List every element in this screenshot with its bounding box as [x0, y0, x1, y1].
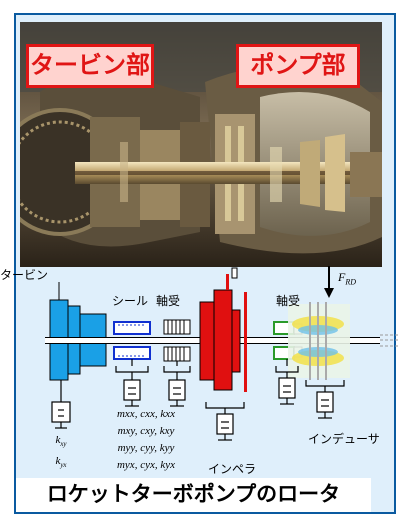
matrix-row-2: mxy, cxy, kxy	[117, 425, 175, 437]
radial-force-arrow	[324, 266, 334, 298]
matrix-row-1: mxx, cxx, kxx	[116, 408, 175, 420]
turbine-coefficients: kxy kyx	[50, 432, 72, 474]
inducer-label: インデューサ	[308, 432, 380, 446]
impeller-label: インペラ	[208, 462, 257, 476]
pump-section-tag: ポンプ部	[236, 44, 360, 88]
turbine-label: タービン	[0, 268, 49, 282]
support-springs	[51, 359, 345, 441]
seal-element	[113, 321, 151, 360]
coeff-kyx: kyx	[55, 455, 67, 470]
rotor-model-graphic	[45, 266, 400, 441]
bearing-1	[163, 319, 191, 362]
radial-force-label: FRD	[338, 270, 356, 286]
rotor-model-diagram: タービン シール 軸受 軸受 FRD インペラ インデューサ kxy kyx m…	[0, 262, 409, 516]
seal-coefficient-matrix: mxx, cxx, kxx mxy, cxy, kxy myy, cyy, ky…	[106, 406, 186, 474]
bearing-label-2: 軸受	[276, 294, 301, 308]
seal-label: シール	[112, 294, 149, 308]
figure-caption: ロケットターボポンプのロータ	[16, 478, 371, 512]
force-subscript: RD	[345, 277, 357, 287]
impeller	[199, 267, 247, 392]
matrix-row-4: myx, cyx, kyx	[116, 459, 175, 471]
turbine-section-tag: タービン部	[26, 44, 154, 88]
bearing-label-1: 軸受	[156, 294, 181, 308]
turbine-disk	[49, 282, 107, 381]
inducer	[288, 302, 350, 380]
coeff-kxy: kxy	[55, 434, 67, 449]
matrix-row-3: myy, cyy, kyy	[117, 442, 175, 454]
force-symbol: F	[338, 270, 346, 284]
